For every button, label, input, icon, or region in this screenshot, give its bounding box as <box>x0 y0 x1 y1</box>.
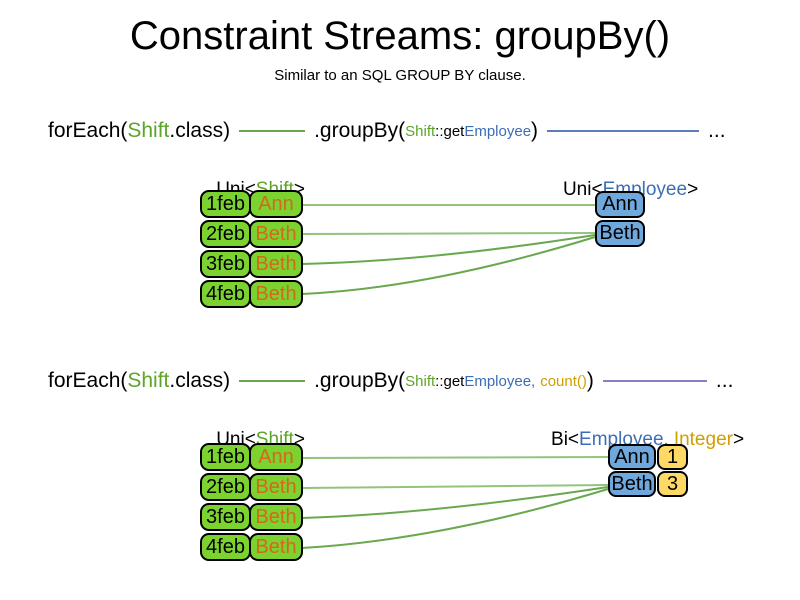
label-text-integer: Integer <box>673 429 733 450</box>
flow-line-s2-row4 <box>301 488 609 549</box>
shift-employee-cell: Ann <box>249 443 303 471</box>
stream-connector-line <box>239 130 306 132</box>
code-ellipsis: ... <box>708 119 726 142</box>
group-box-beth: Beth <box>608 471 656 497</box>
code-token-comma: , <box>531 372 536 390</box>
shift-date-cell: 4feb <box>200 533 251 561</box>
shift-date-cell: 3feb <box>200 503 251 531</box>
shift-employee-cell: Beth <box>249 503 303 531</box>
code-line-1: forEach(Shift.class) .groupBy(Shift::get… <box>48 117 726 145</box>
code-token-shift: Shift <box>127 119 170 142</box>
shift-employee-cell: Beth <box>249 220 303 248</box>
group-box-ann: Ann <box>595 191 645 218</box>
code-token: .groupBy( <box>314 119 406 142</box>
shift-employee-cell: Beth <box>249 533 303 561</box>
flow-line-s1-row4 <box>301 236 596 295</box>
stream-connector-line <box>239 380 306 382</box>
shift-employee-cell: Beth <box>249 250 303 278</box>
code-token: .class) <box>169 369 231 392</box>
label-text: > <box>293 429 305 450</box>
code-ellipsis: ... <box>715 369 734 392</box>
code-token: ::get <box>435 122 465 140</box>
flow-line-s1-row3 <box>301 234 596 265</box>
label-text: Uni< <box>562 179 603 200</box>
stream-connector-line <box>602 380 707 382</box>
code-line-2: forEach(Shift.class) .groupBy(Shift::get… <box>48 367 733 395</box>
shift-date-cell: 1feb <box>200 190 251 218</box>
code-token: forEach( <box>48 369 128 392</box>
code-token-employee: Employee <box>464 122 532 140</box>
code-token-shift: Shift <box>405 372 436 390</box>
code-token-shift: Shift <box>405 122 436 140</box>
flow-line-s1-row2 <box>301 232 596 235</box>
shift-employee-cell: Beth <box>249 280 303 308</box>
stream-connector-line <box>547 130 700 132</box>
shift-employee-cell: Ann <box>249 190 303 218</box>
code-token-shift: Shift <box>127 369 170 392</box>
shift-date-cell: 1feb <box>200 443 251 471</box>
page-title: Constraint Streams: groupBy() <box>129 14 671 58</box>
code-token: .groupBy( <box>314 369 406 392</box>
flow-line-s2-row2 <box>301 484 609 489</box>
shift-date-cell: 2feb <box>200 220 251 248</box>
code-token: ) <box>586 369 594 392</box>
count-box-ann: 1 <box>657 444 688 470</box>
code-token: ) <box>531 119 539 142</box>
group-box-beth: Beth <box>595 220 645 247</box>
label-text: > <box>293 179 305 200</box>
group-box-ann: Ann <box>608 444 656 470</box>
shift-date-cell: 4feb <box>200 280 251 308</box>
label-text: , <box>663 429 669 450</box>
label-text: > <box>687 179 699 200</box>
code-token: forEach( <box>48 119 128 142</box>
code-token-count: count() <box>540 372 587 390</box>
label-text: Bi< <box>551 429 580 450</box>
shift-employee-cell: Beth <box>249 473 303 501</box>
page-subtitle: Similar to an SQL GROUP BY clause. <box>274 67 526 84</box>
code-token-employee: Employee <box>464 372 532 390</box>
flow-line-s2-row3 <box>301 486 609 519</box>
count-box-beth: 3 <box>657 471 688 497</box>
label-text: > <box>732 429 745 450</box>
code-token: .class) <box>169 119 231 142</box>
shift-date-cell: 3feb <box>200 250 251 278</box>
code-token: ::get <box>435 372 465 390</box>
shift-date-cell: 2feb <box>200 473 251 501</box>
